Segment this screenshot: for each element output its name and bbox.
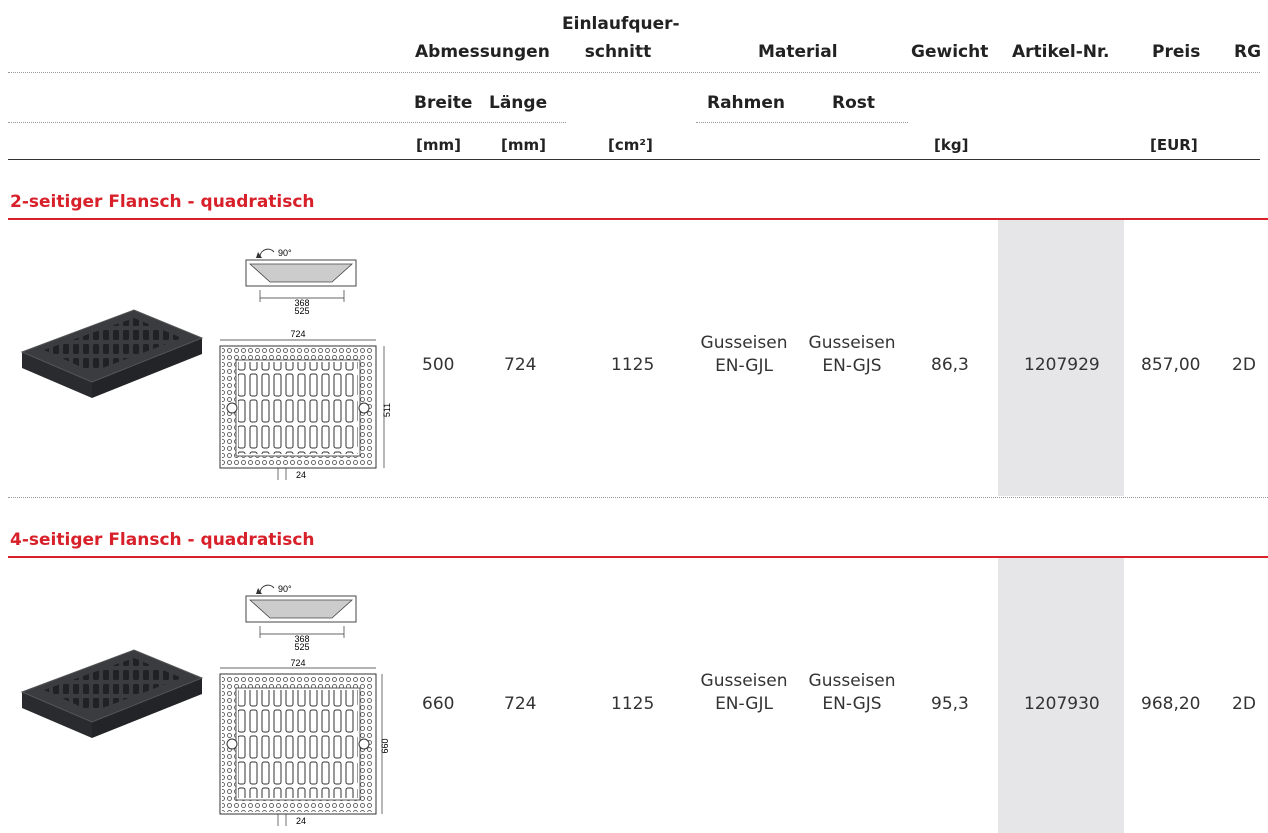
header-rost: Rost: [832, 93, 876, 113]
unit-breite: [mm]: [416, 136, 461, 154]
drawing-outer-dim: 525: [294, 642, 309, 652]
cell-artikel: 1207930: [1024, 694, 1100, 714]
drawing-outer-dim: 525: [294, 306, 309, 316]
technical-drawing: 90° 368 525 724 511 24: [219, 248, 392, 480]
cell-rahmen-line2: EN-GJL: [715, 694, 773, 714]
artikel-column-shade: [998, 558, 1124, 833]
cell-preis: 857,00: [1141, 355, 1201, 375]
product-photo: [20, 309, 204, 398]
drawing-width-dim: 724: [290, 329, 305, 339]
header-artikel: Artikel-Nr.: [1012, 42, 1110, 62]
header-rahmen: Rahmen: [707, 93, 786, 113]
cell-rost-line2: EN-GJS: [822, 694, 882, 714]
header-einlauf-line1: Einlaufquer-: [562, 14, 680, 34]
subheader-divider-left: [8, 122, 566, 123]
drawing-angle: 90°: [278, 248, 292, 258]
cell-gewicht: 95,3: [931, 694, 969, 714]
section-red-rule: [8, 218, 1268, 220]
cell-rg: 2D: [1232, 694, 1256, 714]
cell-breite: 500: [422, 355, 455, 375]
cell-einlauf: 1125: [611, 355, 655, 375]
cell-rost-line1: Gusseisen: [808, 671, 896, 691]
drawing-inner-dim: 368: [294, 298, 309, 308]
cell-rost-line2: EN-GJS: [822, 356, 882, 376]
section-title: 4-seitiger Flansch - quadratisch: [10, 530, 315, 550]
header-einlauf-line2: schnitt: [584, 42, 652, 62]
header-breite: Breite: [414, 93, 473, 113]
technical-drawing: 90° 368 525 724 660 24: [219, 584, 390, 826]
header-divider: [8, 72, 1260, 73]
cell-rahmen-line1: Gusseisen: [700, 333, 788, 353]
cell-rahmen-line2: EN-GJL: [715, 356, 773, 376]
cell-preis: 968,20: [1141, 694, 1201, 714]
artikel-column-shade: [998, 220, 1124, 496]
drawing-angle: 90°: [278, 584, 292, 594]
drawing-bar-dim: 24: [296, 470, 306, 480]
section-bottom-divider: [8, 497, 1268, 498]
cell-laenge: 724: [504, 694, 537, 714]
unit-einlauf: [cm²]: [608, 136, 653, 154]
header-laenge: Länge: [489, 93, 548, 113]
section-title: 2-seitiger Flansch - quadratisch: [10, 192, 315, 212]
unit-gewicht: [kg]: [934, 136, 969, 154]
cell-breite: 660: [422, 694, 455, 714]
cell-gewicht: 86,3: [931, 355, 969, 375]
header-rg: RG: [1234, 42, 1262, 62]
cell-artikel: 1207929: [1024, 355, 1100, 375]
header-gewicht: Gewicht: [911, 42, 989, 62]
cell-laenge: 724: [504, 355, 537, 375]
section-red-rule: [8, 556, 1268, 558]
drawing-bar-dim: 24: [296, 816, 306, 826]
header-bottom-rule: [8, 159, 1260, 160]
product-photo: [20, 649, 204, 738]
subheader-divider-material: [696, 122, 908, 123]
drawing-height-dim: 660: [380, 738, 390, 753]
cell-rost-line1: Gusseisen: [808, 333, 896, 353]
unit-preis: [EUR]: [1150, 136, 1198, 154]
header-preis: Preis: [1152, 42, 1201, 62]
unit-laenge: [mm]: [501, 136, 546, 154]
cell-rahmen-line1: Gusseisen: [700, 671, 788, 691]
drawing-inner-dim: 368: [294, 634, 309, 644]
cell-rg: 2D: [1232, 355, 1256, 375]
header-abmessungen: Abmessungen: [415, 42, 550, 62]
header-material: Material: [758, 42, 838, 62]
drawing-height-dim: 511: [382, 403, 392, 417]
drawing-width-dim: 724: [290, 658, 305, 668]
cell-einlauf: 1125: [611, 694, 655, 714]
